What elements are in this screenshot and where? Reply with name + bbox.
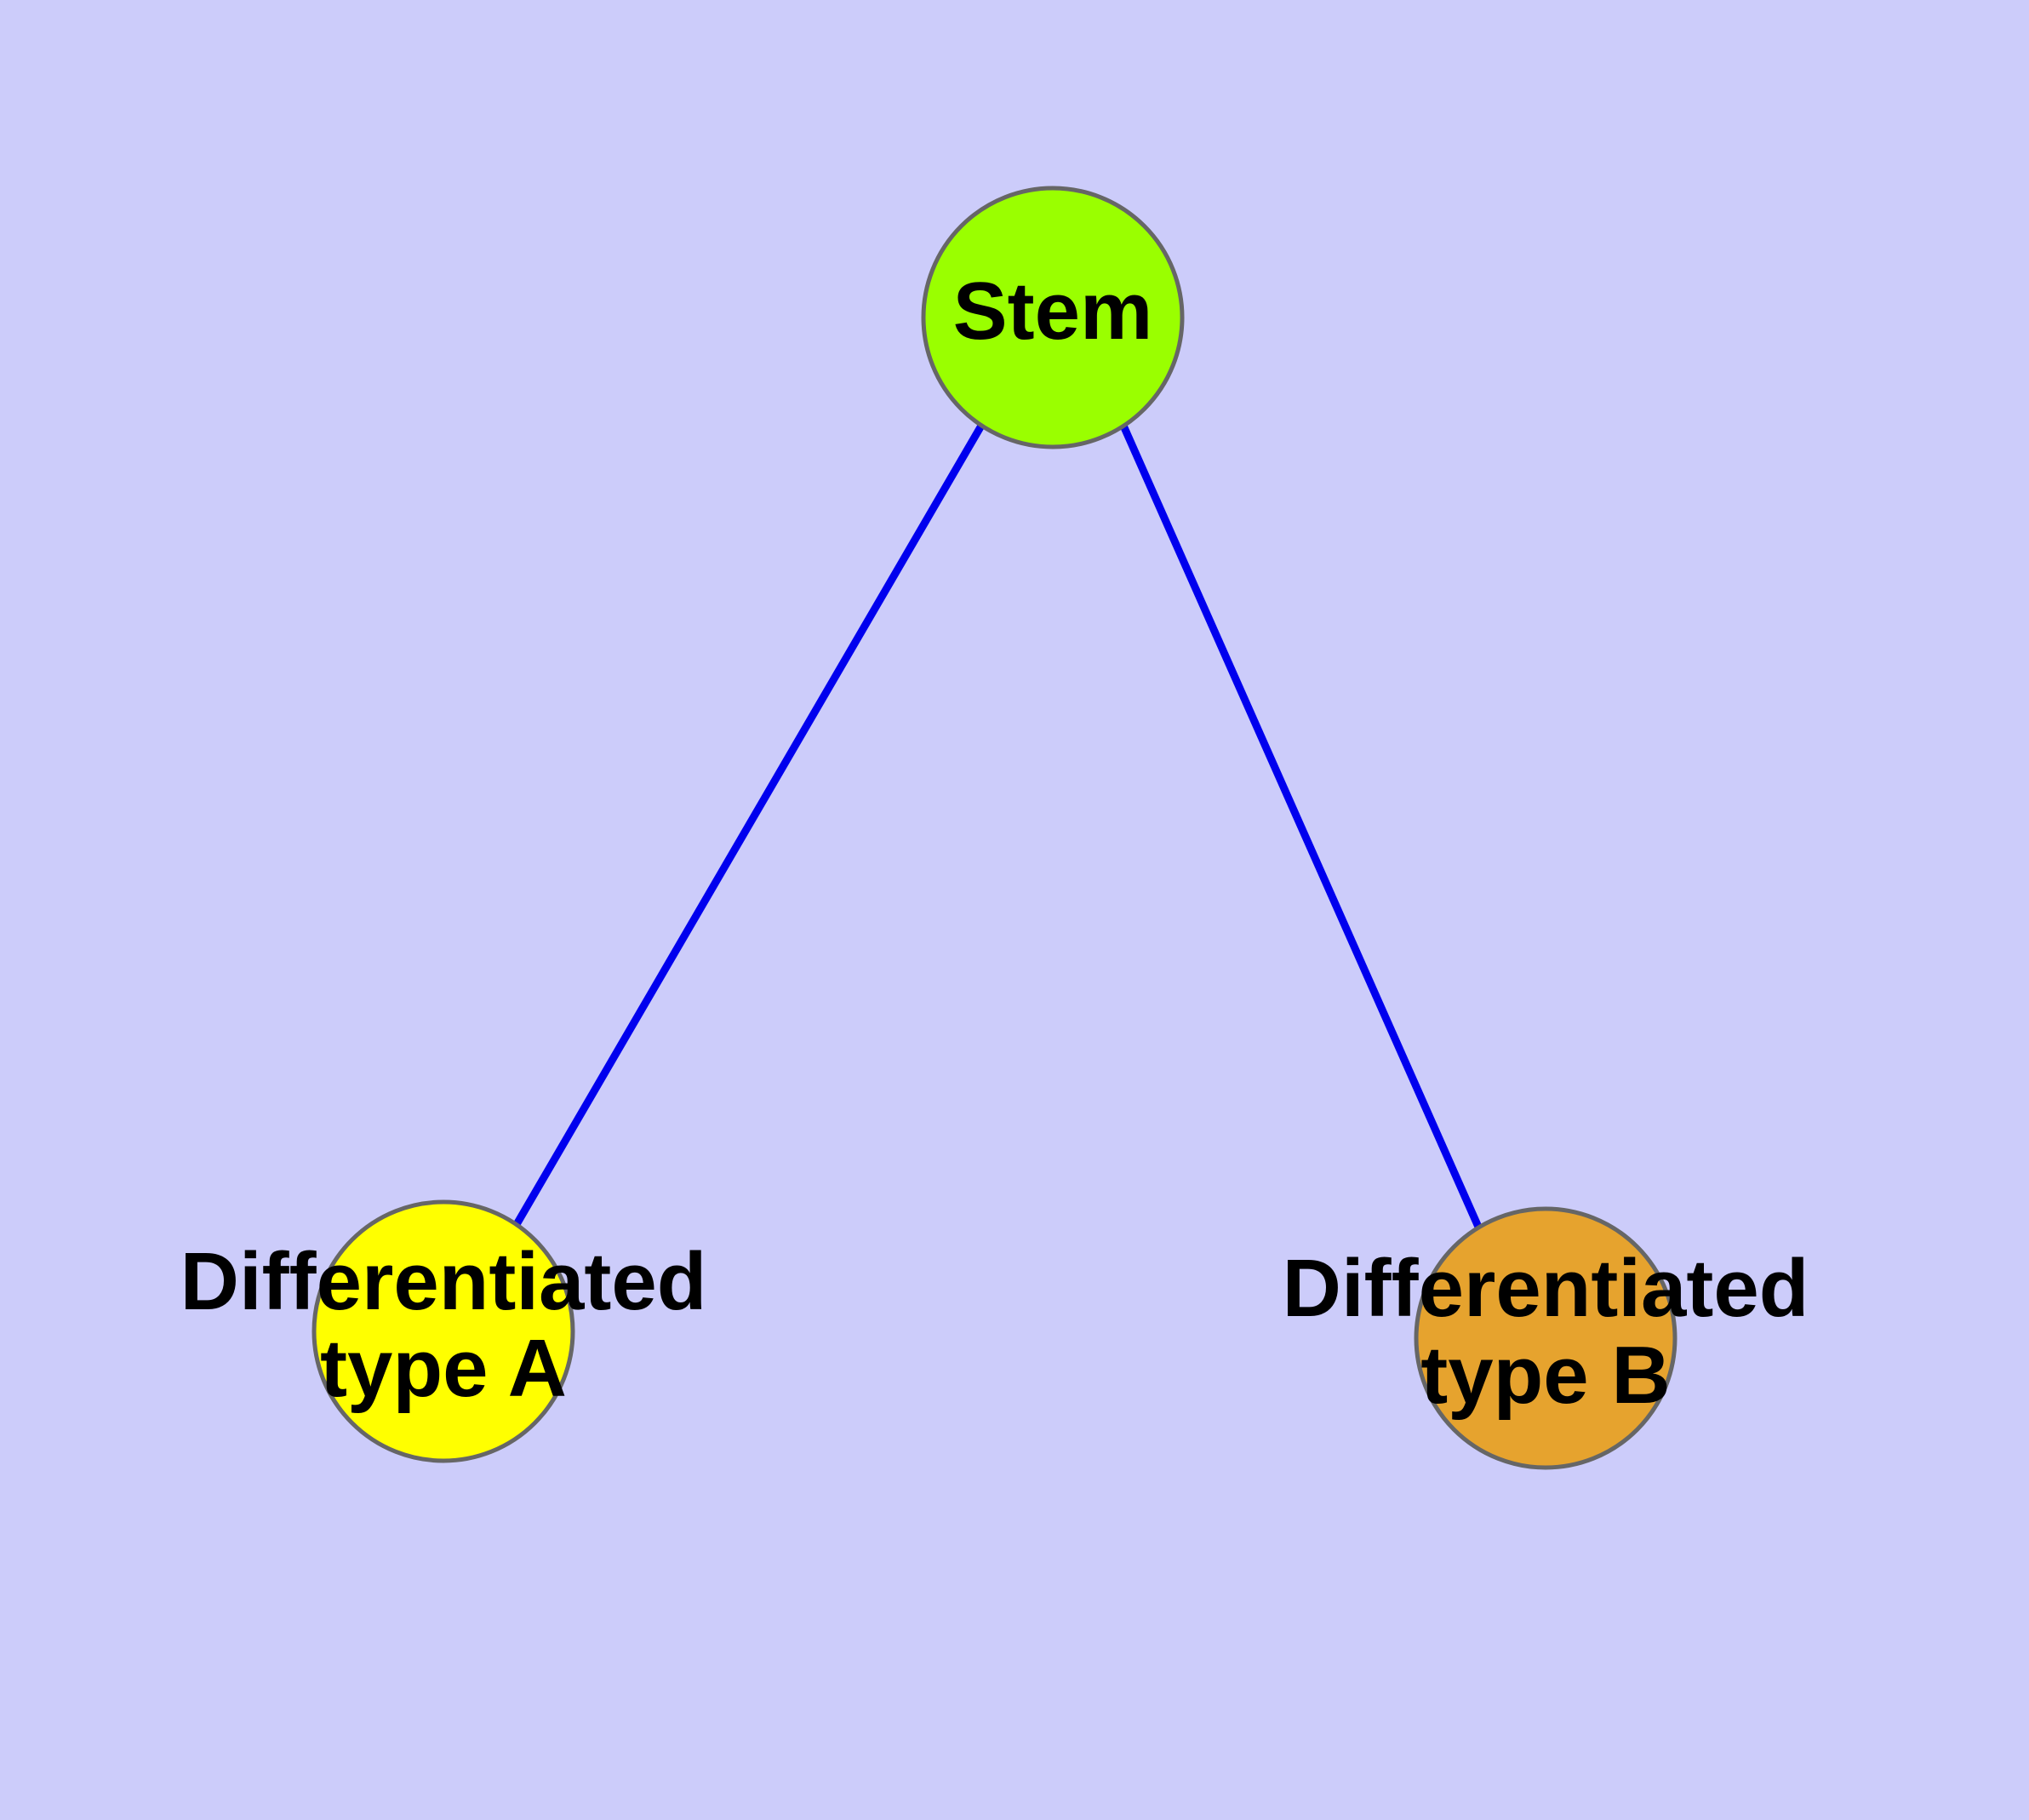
nodes-group	[311, 186, 1677, 1470]
node-differentiated-type-a-circle[interactable]	[311, 1199, 575, 1463]
label-line: Differentiated	[180, 1236, 707, 1327]
node-stem-label: Stem	[953, 266, 1153, 357]
node-stem[interactable]	[921, 186, 1185, 449]
edges-group	[512, 423, 1485, 1234]
edge-stem-to-differentiated-b	[1119, 424, 1485, 1234]
label-line: Stem	[953, 266, 1153, 357]
label-line: type A	[320, 1323, 567, 1414]
node-differentiated-type-b[interactable]	[1414, 1206, 1677, 1470]
edge-stem-to-differentiated-a	[512, 423, 985, 1228]
node-stem-circle[interactable]	[921, 186, 1185, 449]
label-line: type B	[1420, 1330, 1670, 1421]
label-line: Differentiated	[1283, 1243, 1809, 1334]
node-differentiated-type-a[interactable]	[311, 1199, 575, 1463]
node-differentiated-type-b-circle[interactable]	[1414, 1206, 1677, 1470]
